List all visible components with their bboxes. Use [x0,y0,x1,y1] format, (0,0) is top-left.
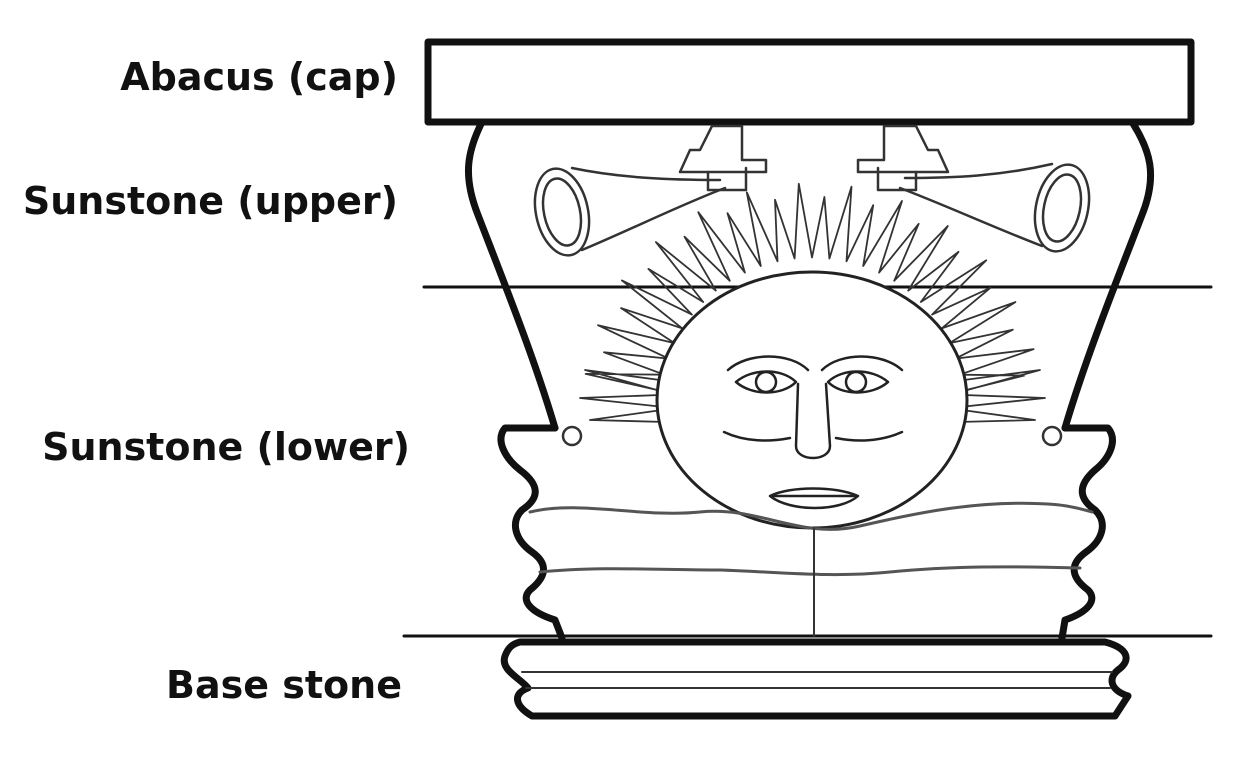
wavy-band-1 [528,501,1094,531]
right-pupil [844,370,868,394]
sun-rays [579,182,1046,423]
label-sunstone-upper: Sunstone (upper) [22,179,398,223]
lower-right-bands [1058,424,1116,642]
left-pupil [754,370,778,394]
left-ledge-knob [561,425,583,447]
sun-face [722,355,904,510]
base-stone-outline [500,638,1132,720]
capital-right-flare [1061,118,1155,432]
lower-left-bands [497,424,566,642]
abacus-slab [424,38,1195,126]
right-ledge-knob [1041,425,1063,447]
wavy-band-2 [538,565,1082,577]
right-eye [826,370,890,394]
label-abacus: Abacus (cap) [120,55,398,99]
left-eye [734,370,798,394]
right-cheek-line [834,430,904,442]
nose [794,382,832,460]
left-cheek-line [722,430,792,442]
capital-left-flare [465,118,559,432]
left-horn [533,124,768,257]
right-brow [820,355,904,372]
label-base-stone: Base stone [166,663,402,707]
right-horn [856,124,1091,253]
left-brow [726,355,810,372]
label-sunstone-lower: Sunstone (lower) [42,425,410,469]
mouth [768,487,860,510]
